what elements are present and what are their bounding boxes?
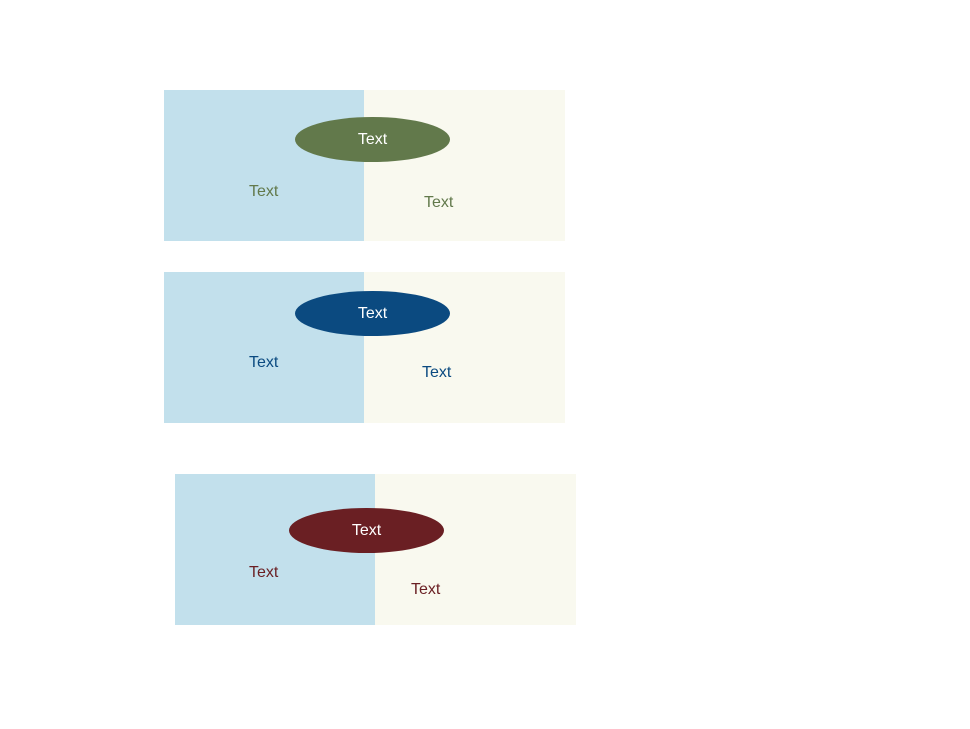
center-ellipse: Text bbox=[295, 117, 450, 162]
left-region bbox=[164, 90, 364, 241]
right-label: Text bbox=[411, 581, 441, 598]
diagram-panel-blue: Text Text Text bbox=[164, 272, 565, 423]
center-ellipse: Text bbox=[295, 291, 450, 336]
right-region bbox=[364, 90, 565, 241]
diagram-panel-green: Text Text Text bbox=[164, 90, 565, 241]
left-label: Text bbox=[249, 183, 279, 200]
left-label: Text bbox=[249, 354, 279, 371]
right-label: Text bbox=[424, 194, 454, 211]
left-label: Text bbox=[249, 564, 279, 581]
diagram-panel-red: Text Text Text bbox=[175, 474, 576, 625]
center-ellipse: Text bbox=[289, 508, 444, 553]
right-region bbox=[375, 474, 576, 625]
right-label: Text bbox=[422, 364, 452, 381]
